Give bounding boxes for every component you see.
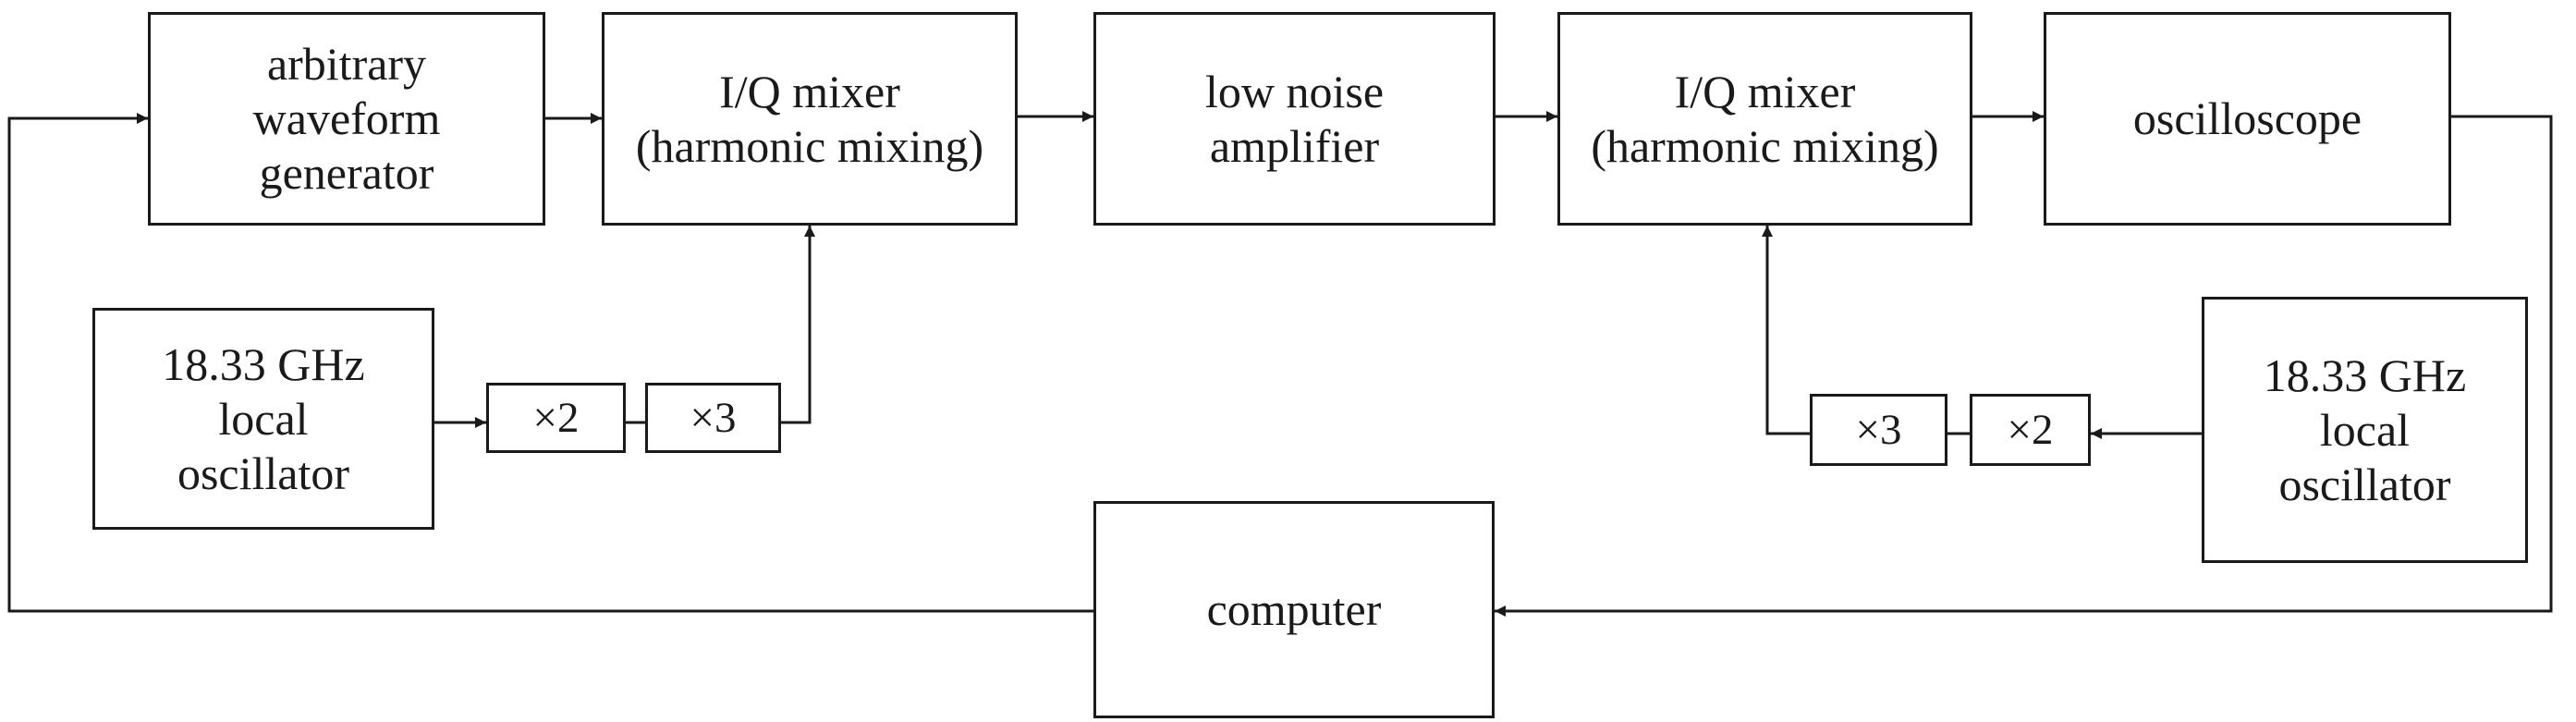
oscilloscope-label: oscilloscope xyxy=(2132,92,2362,144)
multiplier-x3-receive: ×3 xyxy=(1810,394,1947,466)
iq-mixer-receive-label: I/Q mixer (harmonic mixing) xyxy=(1591,65,1939,172)
low-noise-amplifier-block: low noise amplifier xyxy=(1093,12,1496,226)
arbitrary-waveform-generator-block: arbitrary waveform generator xyxy=(148,12,545,226)
multiplier-x3-receive-label: ×3 xyxy=(1855,406,1902,454)
low-noise-amplifier-label: low noise amplifier xyxy=(1204,65,1385,172)
computer-block: computer xyxy=(1093,501,1495,718)
multiplier-x2-transmit-label: ×2 xyxy=(532,394,580,442)
local-oscillator-transmit-block: 18.33 GHz local oscillator xyxy=(92,308,434,530)
multiplier-x3-transmit: ×3 xyxy=(645,383,781,453)
multiplier-x3-transmit-label: ×3 xyxy=(690,394,737,442)
computer-label: computer xyxy=(1206,583,1382,635)
iq-mixer-transmit-block: I/Q mixer (harmonic mixing) xyxy=(602,12,1018,226)
local-oscillator-transmit-label: 18.33 GHz local oscillator xyxy=(162,337,365,499)
multiplier-x2-receive: ×2 xyxy=(1970,394,2091,466)
iq-mixer-receive-block: I/Q mixer (harmonic mixing) xyxy=(1557,12,1972,226)
local-oscillator-receive-block: 18.33 GHz local oscillator xyxy=(2202,297,2528,563)
arrow-x3-rx-to-mixer xyxy=(1762,226,1810,435)
iq-mixer-transmit-label: I/Q mixer (harmonic mixing) xyxy=(635,65,984,172)
arrow-x3-tx-to-mixer xyxy=(781,226,815,424)
multiplier-x2-receive-label: ×2 xyxy=(2007,406,2054,454)
oscilloscope-block: oscilloscope xyxy=(2044,12,2451,226)
arrow-oscilloscope-to-computer xyxy=(1495,115,2553,617)
arbitrary-waveform-generator-label: arbitrary waveform generator xyxy=(252,38,441,199)
multiplier-x2-transmit: ×2 xyxy=(486,383,626,453)
arrow-computer-to-awg xyxy=(7,113,1093,613)
local-oscillator-receive-label: 18.33 GHz local oscillator xyxy=(2263,349,2467,510)
